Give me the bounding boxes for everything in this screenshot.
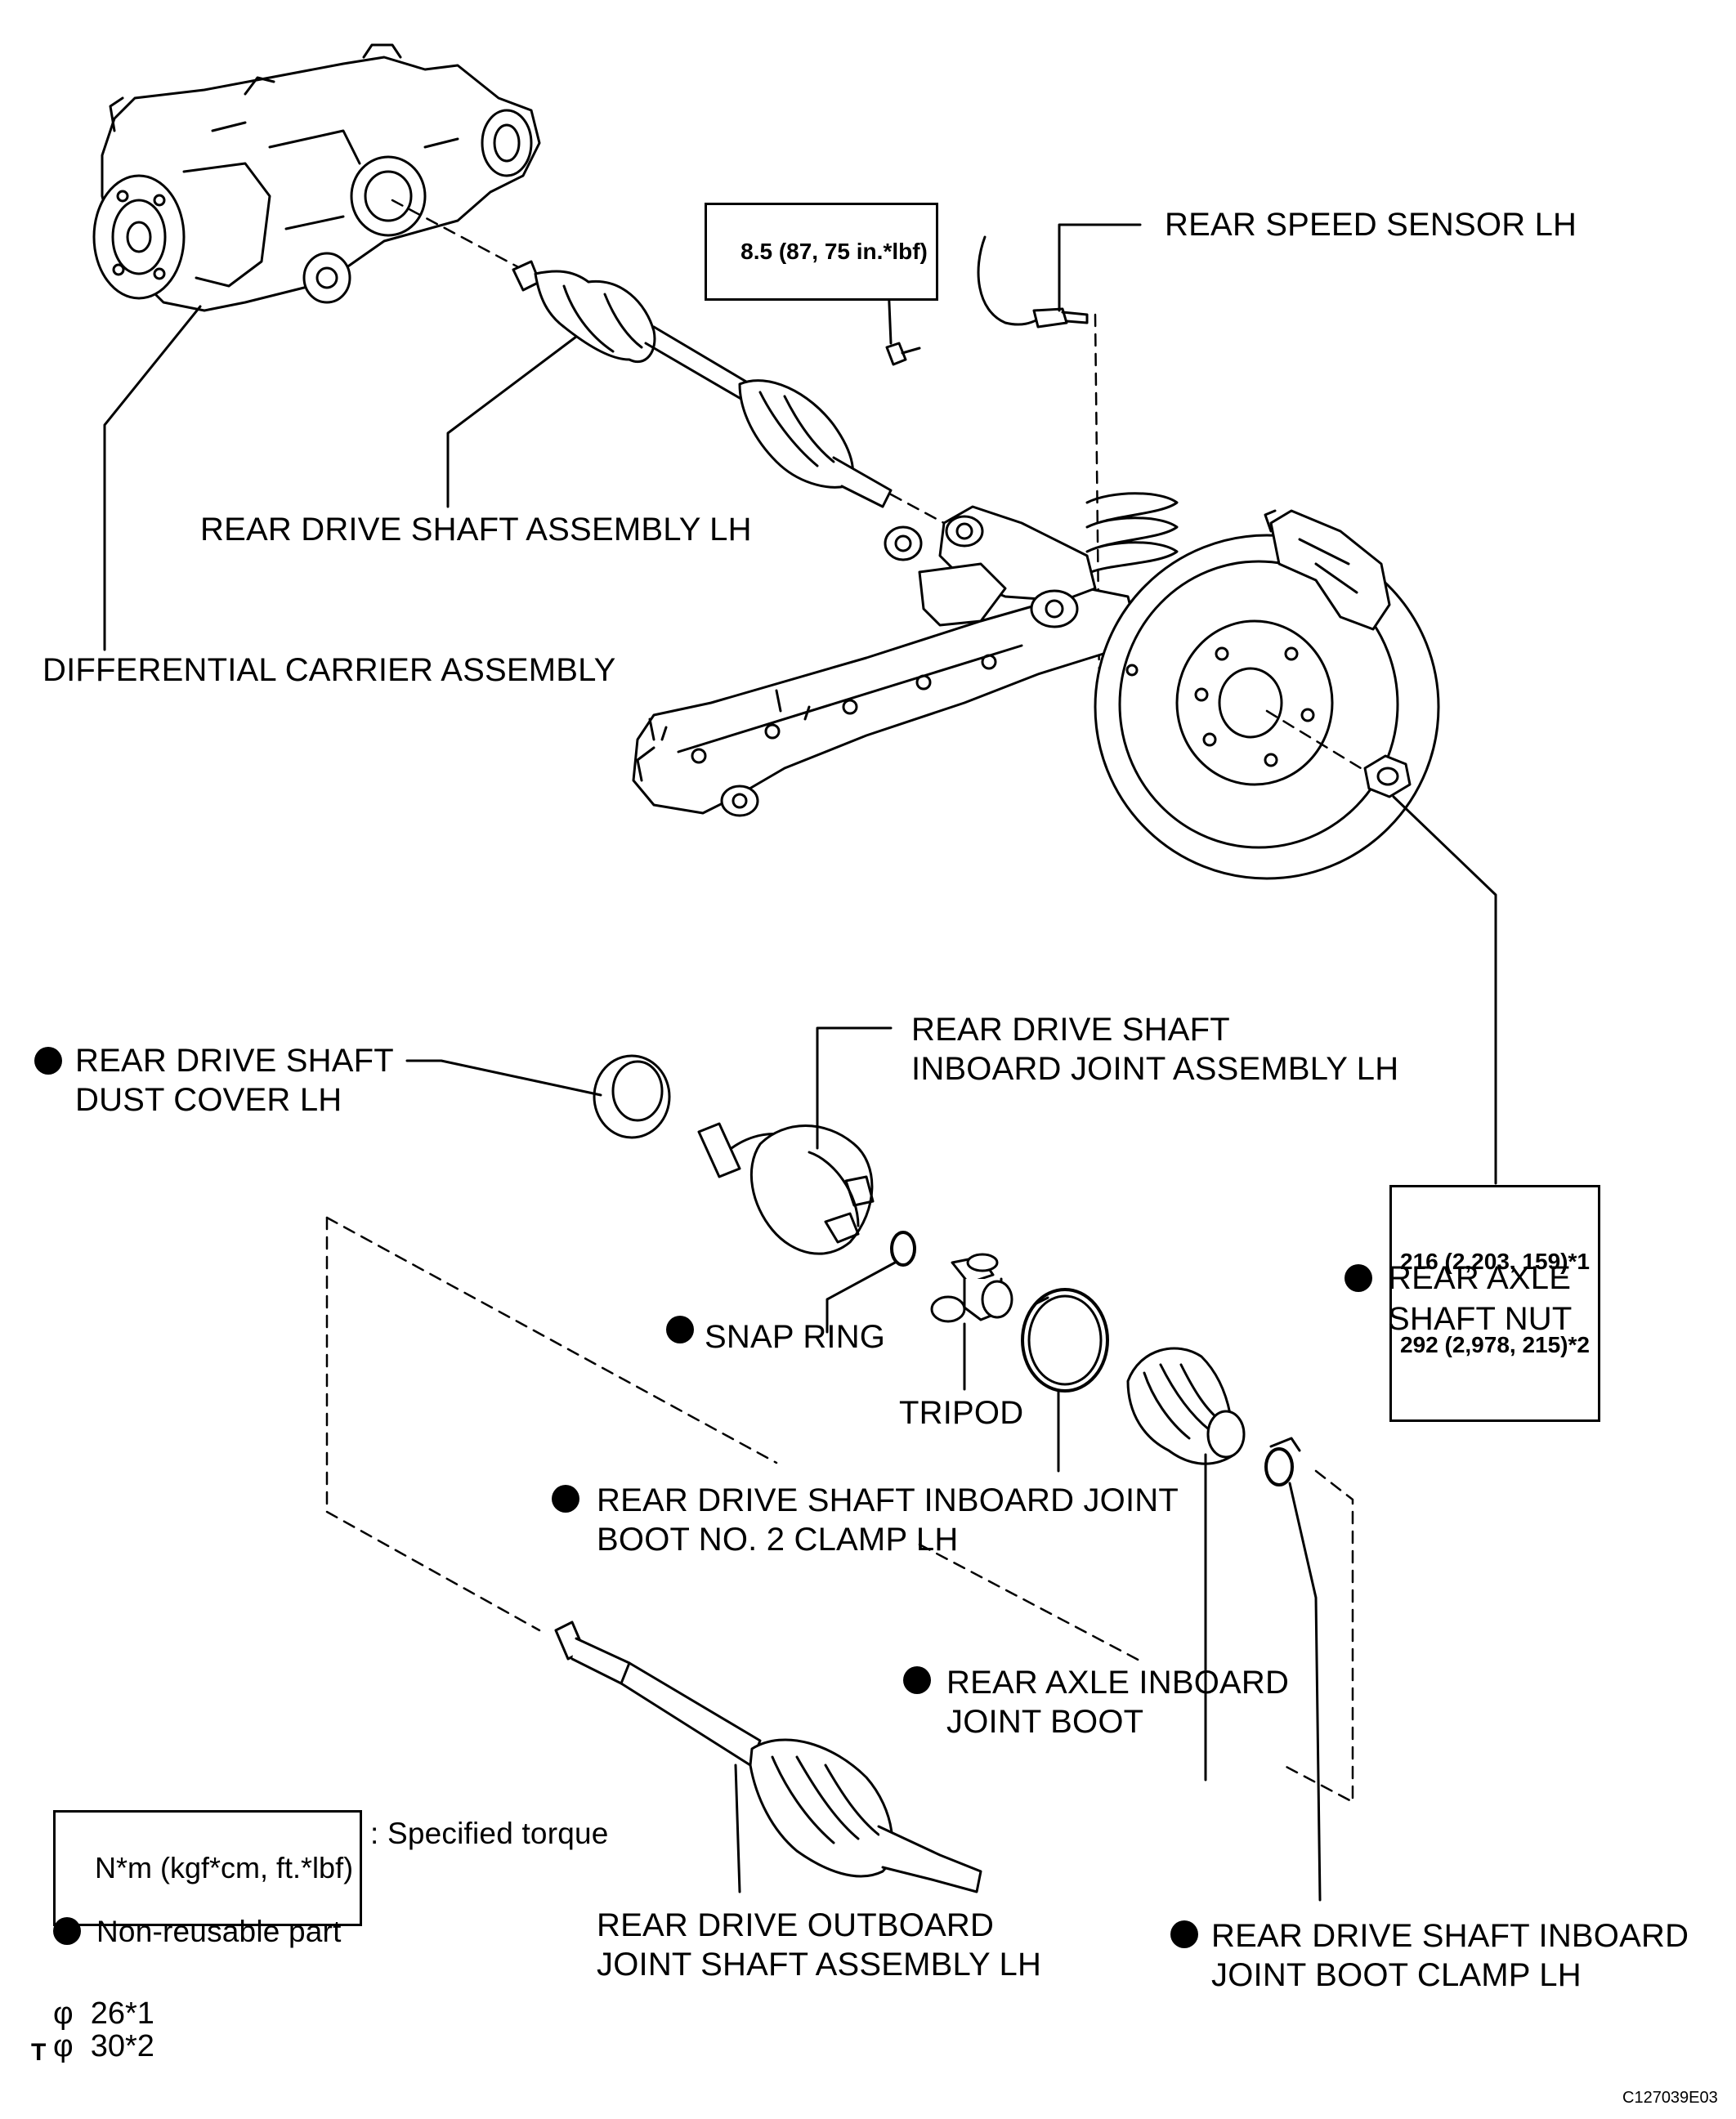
- label-inboard-boot-line2: JOINT BOOT: [946, 1704, 1144, 1740]
- label-inboard-joint-line2: INBOARD JOINT ASSEMBLY LH: [911, 1051, 1399, 1087]
- differential-carrier-drawing: [92, 43, 541, 312]
- label-boot-clamp-line2: JOINT BOOT CLAMP LH: [1211, 1957, 1582, 1993]
- legend-non-reusable: Non-reusable part: [96, 1915, 342, 1948]
- sensor-bolt-drawing: [885, 342, 921, 366]
- non-reusable-bullet: [34, 1047, 62, 1075]
- legend-torque-box: N*m (kgf*cm, ft.*lbf): [53, 1810, 363, 1926]
- torque-axle-nut-line2: 292 (2,978, 215)*2: [1400, 1332, 1590, 1357]
- drive-shaft-leader: [446, 335, 578, 508]
- non-reusable-bullet: [1170, 1920, 1198, 1948]
- label-outboard-shaft-line2: JOINT SHAFT ASSEMBLY LH: [597, 1947, 1042, 1983]
- label-dust-cover-line1: REAR DRIVE SHAFT: [75, 1043, 394, 1079]
- legend-phi-26: φ 26*1: [53, 1996, 154, 2031]
- label-inboard-joint-line1: REAR DRIVE SHAFT: [911, 1012, 1230, 1048]
- non-reusable-bullet: [903, 1666, 931, 1694]
- outboard-shaft-leader: [734, 1764, 741, 1893]
- legend-bullet: [53, 1917, 81, 1945]
- label-dust-cover-line2: DUST COVER LH: [75, 1082, 342, 1118]
- legend-torque-text: : Specified torque: [370, 1817, 609, 1850]
- non-reusable-bullet: [1345, 1264, 1372, 1292]
- torque-box-sensor-bolt: 8.5 (87, 75 in.*lbf): [705, 203, 938, 301]
- non-reusable-bullet: [552, 1485, 579, 1513]
- axle-nut-drawing: [1363, 754, 1412, 798]
- label-boot-no2-clamp-line1: REAR DRIVE SHAFT INBOARD JOINT: [597, 1482, 1179, 1518]
- dust-cover-drawing: [593, 1054, 671, 1139]
- label-axle-nut-line2: SHAFT NUT: [1388, 1301, 1573, 1337]
- boot-no2-clamp-drawing: [1021, 1288, 1109, 1393]
- label-outboard-shaft-line1: REAR DRIVE OUTBOARD: [597, 1907, 995, 1943]
- legend-phi-prefix: T: [31, 2039, 47, 2066]
- label-rear-speed-sensor: REAR SPEED SENSOR LH: [1165, 207, 1577, 243]
- label-boot-no2-clamp-line2: BOOT NO. 2 CLAMP LH: [597, 1522, 959, 1558]
- inboard-joint-drawing: [697, 1122, 875, 1255]
- axle-nut-leader: [1392, 795, 1497, 1185]
- differential-leader: [103, 305, 202, 651]
- legend-torque-unit: N*m (kgf*cm, ft.*lbf): [95, 1851, 354, 1884]
- speed-sensor-drawing: [977, 235, 1089, 329]
- boot-clamp-drawing: [1264, 1437, 1301, 1486]
- inboard-joint-leader: [816, 1026, 893, 1150]
- dust-cover-leader: [405, 1059, 602, 1097]
- rear-suspension-drawing: [632, 492, 1440, 880]
- tripod-drawing: [930, 1253, 1013, 1323]
- label-differential-carrier: DIFFERENTIAL CARRIER ASSEMBLY: [43, 652, 616, 688]
- torque-sensor-bolt: 8.5 (87, 75 in.*lbf): [740, 239, 928, 264]
- inboard-boot-drawing: [1126, 1347, 1246, 1465]
- snap-ring-drawing: [890, 1231, 916, 1267]
- legend-phi-30: φ 30*2: [53, 2029, 154, 2063]
- boot-clamp-leader: [1288, 1482, 1322, 1902]
- snap-ring-leader: [825, 1261, 897, 1334]
- drive-shaft-assembly-drawing: [512, 260, 893, 508]
- speed-sensor-leader: [1058, 223, 1142, 312]
- torque-box-axle-nut: 216 (2,203, 159)*1 292 (2,978, 215)*2: [1389, 1185, 1600, 1422]
- label-snap-ring: SNAP RING: [705, 1319, 886, 1355]
- torque-axle-nut-line1: 216 (2,203, 159)*1: [1400, 1249, 1590, 1274]
- label-rear-drive-shaft-assembly: REAR DRIVE SHAFT ASSEMBLY LH: [200, 512, 752, 548]
- label-axle-nut-line1: REAR AXLE: [1388, 1260, 1572, 1296]
- label-boot-clamp-line1: REAR DRIVE SHAFT INBOARD: [1211, 1918, 1689, 1954]
- assembly-outline: [325, 1216, 1354, 1804]
- figure-code: C127039E03: [1622, 2089, 1718, 2107]
- label-inboard-boot-line1: REAR AXLE INBOARD: [946, 1665, 1290, 1701]
- label-tripod: TRIPOD: [899, 1395, 1024, 1431]
- non-reusable-bullet: [666, 1316, 694, 1343]
- outboard-shaft-drawing: [554, 1621, 982, 1893]
